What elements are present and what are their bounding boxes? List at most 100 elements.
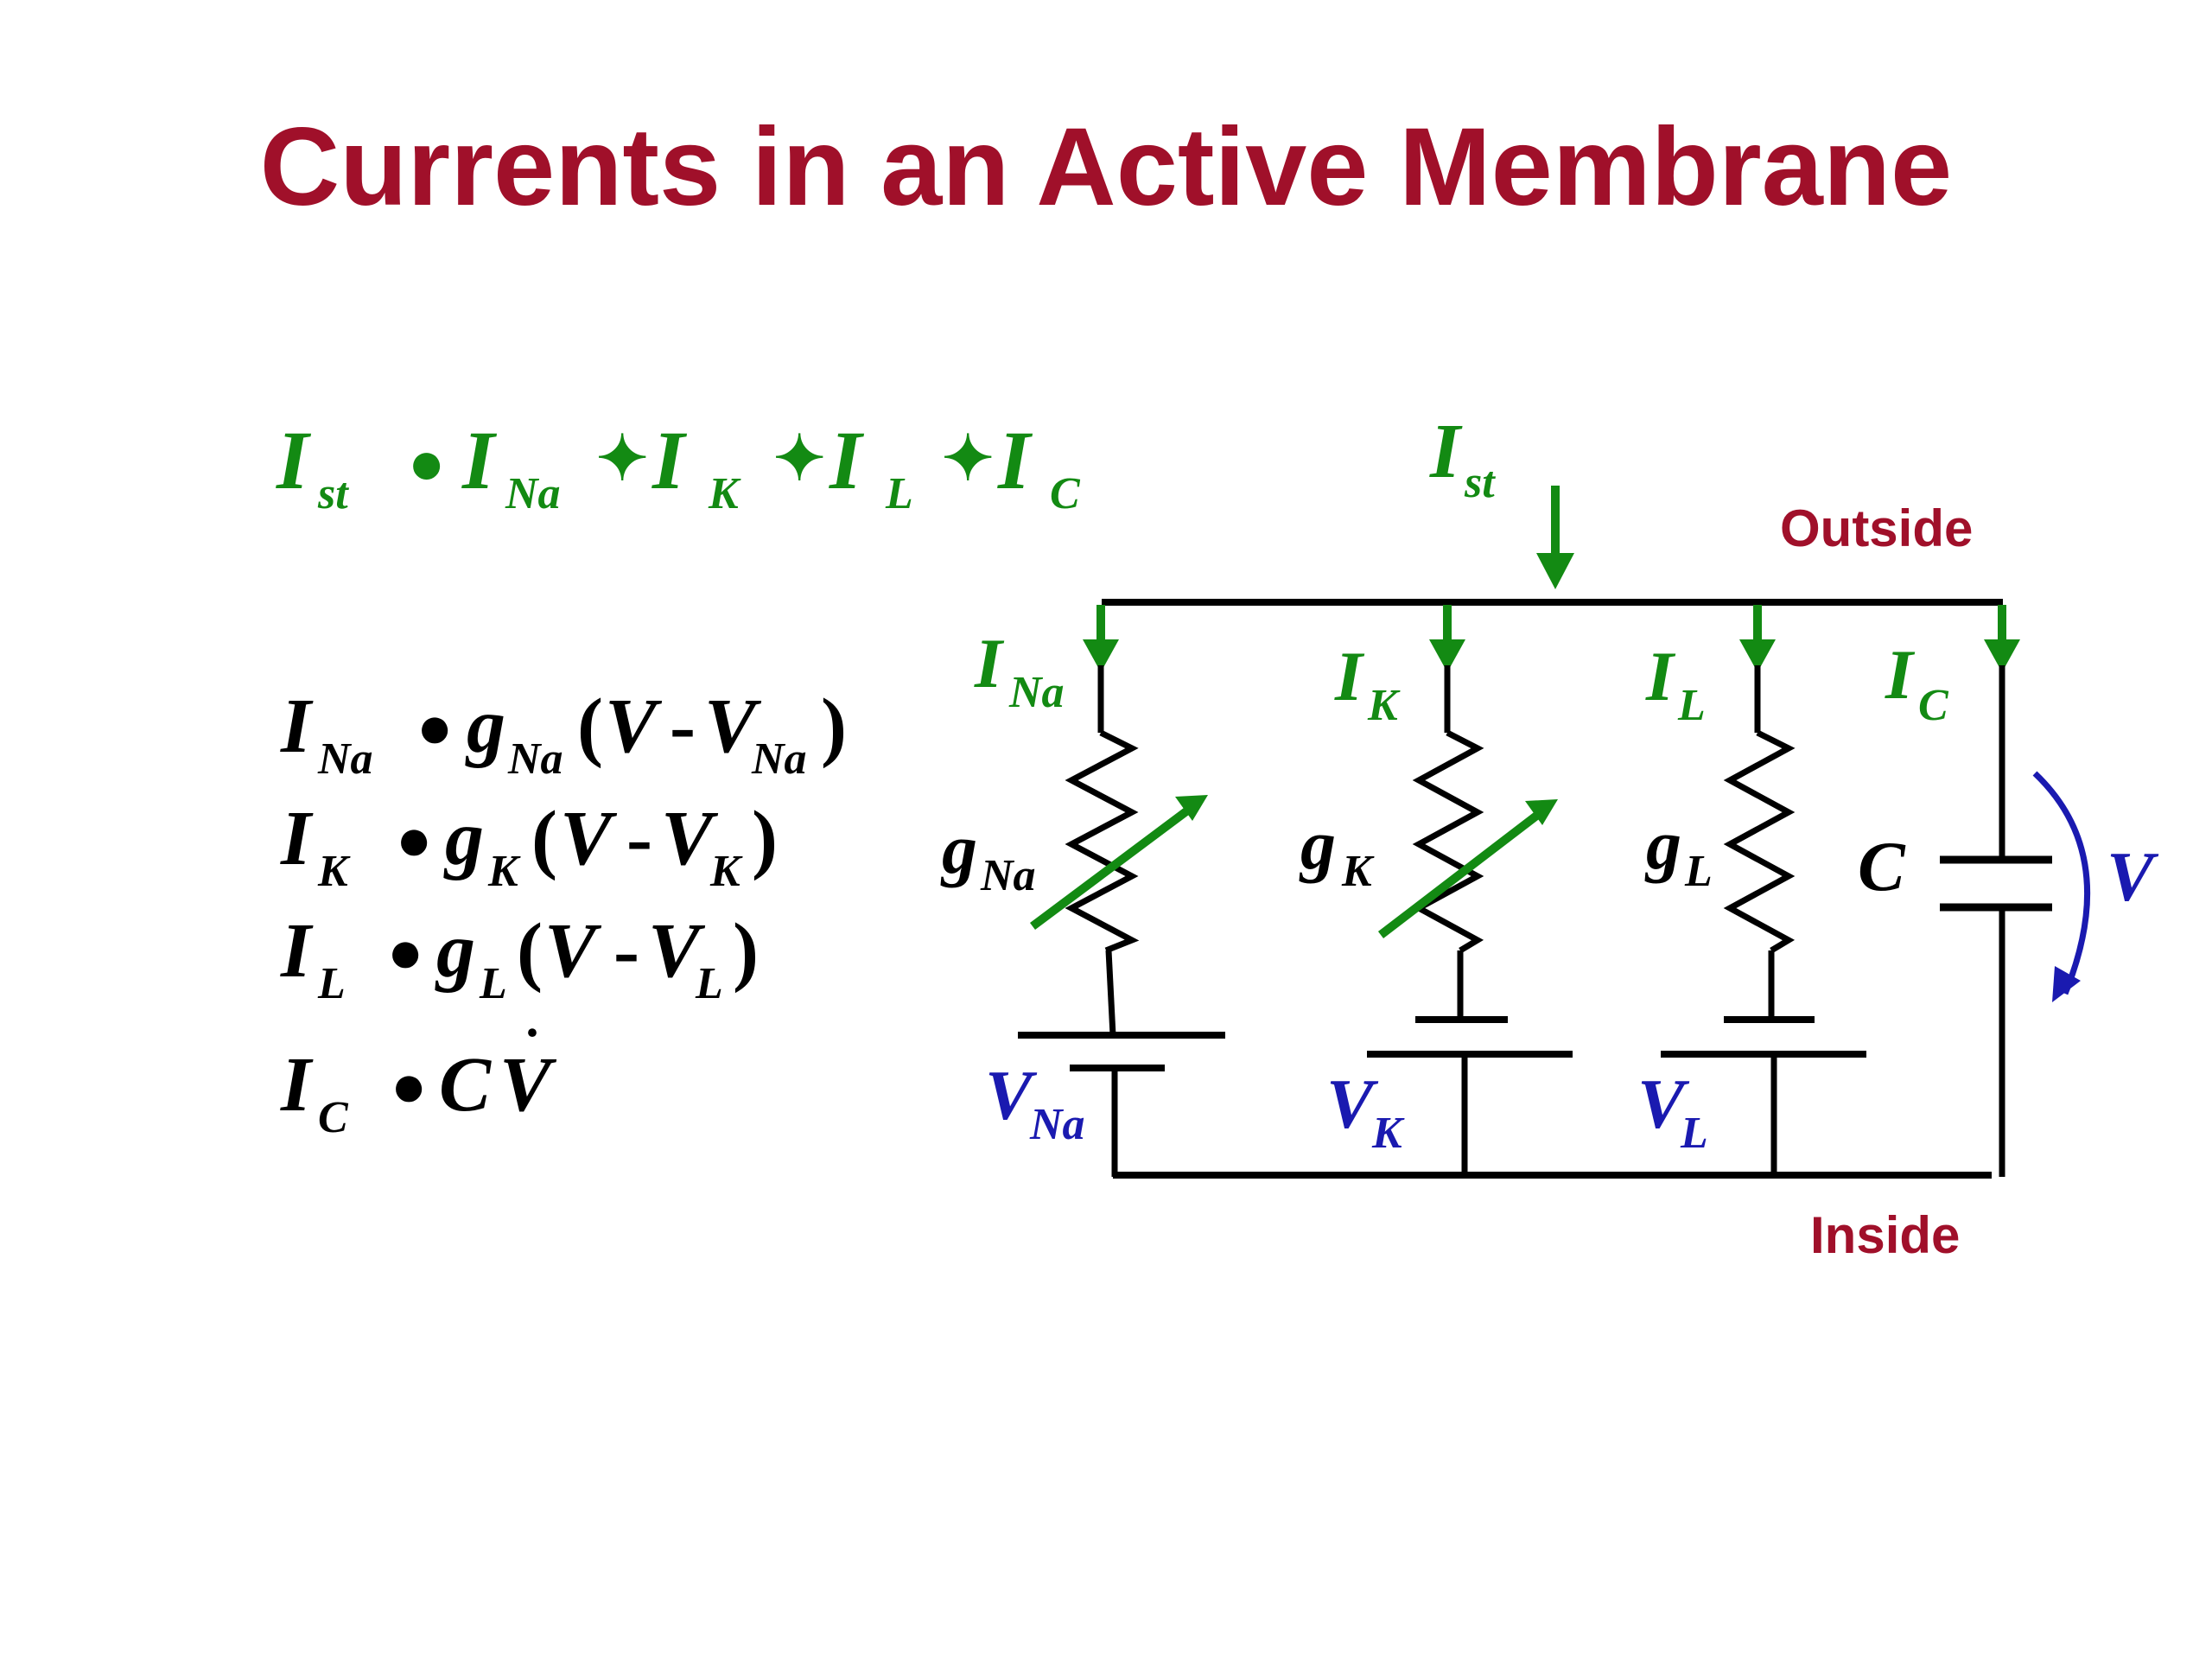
eq-conductance-sub: Na	[507, 734, 563, 784]
sodium-reversal-label: V	[985, 1056, 1038, 1135]
membrane-circuit: Outside Inside I st I Na g Na V Na	[940, 409, 2159, 1264]
eq-lhs-sub: K	[317, 847, 351, 896]
eq-voltage: V	[605, 683, 663, 769]
eq-close-paren: )	[752, 796, 778, 881]
leak-current-label: I	[1645, 637, 1676, 715]
stimulus-current-label: I	[1429, 409, 1463, 494]
eq-top-term-main: I	[829, 414, 865, 506]
eq-top-relation: ●	[408, 429, 446, 498]
equation-sodium: I Na ● g Na ( V - V Na )	[280, 683, 847, 784]
eq-conductance-sub: L	[479, 959, 507, 1008]
eq-lhs-sub: L	[317, 959, 346, 1008]
eq-lhs: I	[280, 1042, 314, 1128]
capacitive-current-arrow-icon	[1984, 639, 2020, 672]
eq-reversal: V	[704, 683, 762, 769]
eq-voltage: V	[544, 908, 602, 994]
potassium-current-arrow-icon	[1429, 639, 1465, 672]
eq-derivative-dot: ·	[524, 1004, 541, 1061]
eq-minus: -	[670, 683, 696, 769]
capacitor-branch: I C C V	[1858, 605, 2159, 1177]
outside-label: Outside	[1780, 499, 1973, 557]
potassium-variable-arrow-icon	[1377, 804, 1550, 938]
current-balance-equation: I st ● I Na ✦ I K ✦ I L ✦ I C	[276, 414, 1081, 518]
eq-open-paren: (	[517, 908, 543, 994]
leak-current-sub: L	[1677, 681, 1706, 730]
potassium-conductance-sub: K	[1341, 847, 1375, 896]
eq-reversal-sub: K	[709, 847, 743, 896]
eq-lhs-sub: Na	[317, 734, 373, 784]
eq-top-lhs-main: I	[276, 414, 312, 506]
eq-capacitance: C	[439, 1042, 492, 1128]
potassium-resistor	[1412, 729, 1484, 954]
sodium-variable-arrow-icon	[1030, 799, 1199, 931]
potassium-branch: I K g K V K	[1299, 605, 1573, 1177]
eq-relation: ●	[416, 695, 453, 761]
equation-capacitive: I C ● C V ·	[280, 1004, 557, 1142]
equation-potassium: I K ● g K ( V - V K )	[280, 796, 778, 896]
eq-lhs-sub: C	[318, 1093, 349, 1142]
potassium-reversal-label: V	[1326, 1065, 1379, 1143]
eq-minus: -	[626, 796, 652, 881]
leak-conductance-label: g	[1644, 805, 1681, 884]
eq-conductance: g	[435, 908, 475, 994]
eq-relation: ●	[387, 919, 423, 986]
leak-reversal-label: V	[1637, 1065, 1690, 1143]
sodium-conductance-sub: Na	[980, 851, 1036, 900]
membrane-voltage-label: V	[2107, 837, 2159, 916]
eq-lhs: I	[280, 683, 314, 769]
eq-relation: ●	[391, 1053, 427, 1120]
leak-resistor	[1723, 729, 1796, 954]
capacitive-current-sub: C	[1918, 681, 1949, 730]
eq-lhs: I	[280, 908, 314, 994]
eq-top-term-main: I	[652, 414, 688, 506]
eq-close-paren: )	[733, 908, 759, 994]
leak-conductance-sub: L	[1684, 847, 1713, 896]
ionic-current-equations: I Na ● g Na ( V - V Na ) I K ● g K ( V -…	[280, 683, 847, 1142]
voltage-arrow-icon	[2032, 771, 2091, 995]
eq-top-lhs-sub: st	[317, 469, 349, 518]
sodium-reversal-sub: Na	[1029, 1100, 1085, 1149]
eq-relation: ●	[396, 807, 432, 874]
inside-label: Inside	[1810, 1206, 1960, 1264]
equation-leak: I L ● g L ( V - V L )	[280, 908, 759, 1008]
sodium-branch: I Na g Na V Na	[940, 605, 1225, 1177]
capacitive-current-label: I	[1885, 635, 1916, 714]
sodium-current-label: I	[974, 624, 1005, 702]
leak-branch: I L g L V L	[1637, 605, 1866, 1177]
eq-minus: -	[613, 908, 639, 994]
eq-open-paren: (	[577, 683, 603, 769]
eq-top-term-sub: K	[708, 469, 741, 518]
eq-top-term-sub: L	[885, 469, 913, 518]
potassium-conductance-label: g	[1299, 805, 1336, 884]
capacitance-label: C	[1858, 827, 1906, 906]
eq-close-paren: )	[821, 683, 847, 769]
leak-current-arrow-icon	[1739, 639, 1776, 672]
potassium-current-label: I	[1334, 637, 1365, 715]
sodium-current-sub: Na	[1008, 668, 1065, 717]
eq-reversal: V	[661, 796, 719, 881]
eq-open-paren: (	[531, 796, 557, 881]
eq-top-term-sub: C	[1050, 469, 1081, 518]
eq-top-operator: ✦	[773, 424, 825, 493]
eq-conductance-sub: K	[487, 847, 521, 896]
eq-lhs: I	[280, 796, 314, 881]
eq-conductance: g	[465, 683, 505, 769]
sodium-conductance-label: g	[940, 810, 977, 888]
slide-title: Currents in an Active Membrane	[259, 105, 1953, 229]
potassium-reversal-sub: K	[1371, 1109, 1405, 1158]
eq-reversal-sub: Na	[751, 734, 807, 784]
eq-voltage-derivative: V	[499, 1042, 557, 1128]
eq-top-term-main: I	[461, 414, 498, 506]
eq-reversal: V	[648, 908, 706, 994]
eq-top-term-main: I	[997, 414, 1033, 506]
eq-top-operator: ✦	[596, 424, 648, 493]
leak-reversal-sub: L	[1680, 1109, 1708, 1158]
eq-reversal-sub: L	[695, 959, 723, 1008]
stimulus-arrowhead-icon	[1536, 553, 1574, 589]
sodium-resistor	[1065, 729, 1140, 954]
sodium-current-arrow-icon	[1083, 639, 1119, 672]
eq-top-operator: ✦	[942, 424, 994, 493]
potassium-current-sub: K	[1367, 681, 1401, 730]
stimulus-current-sub: st	[1464, 458, 1496, 507]
